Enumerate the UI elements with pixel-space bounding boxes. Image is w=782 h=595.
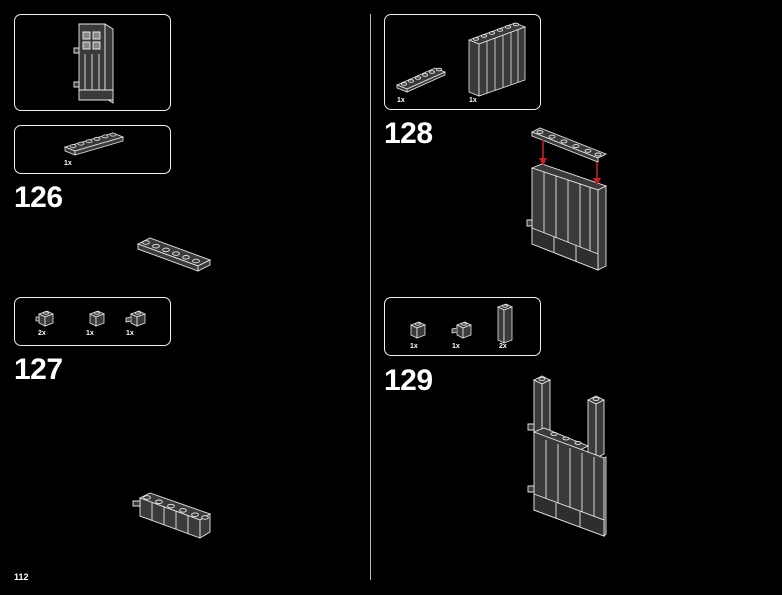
brick-1x1-clip-icon (125, 308, 147, 328)
quantity-label: 1x (126, 330, 134, 337)
brick-1x1-icon (86, 308, 106, 328)
quantity-label: 1x (469, 97, 477, 104)
step-number-128: 128 (384, 117, 433, 150)
callout-box-model (14, 14, 171, 111)
quantity-label: 1x (410, 343, 418, 350)
plate-1x6-icon (395, 65, 447, 93)
callout-box-127: 2x 1x 1x (14, 297, 171, 346)
quantity-label: 1x (452, 343, 460, 350)
brick-row-icon (130, 490, 212, 542)
step-number-129: 129 (384, 364, 433, 397)
quantity-label: 1x (86, 330, 94, 337)
plate-1x6-icon (63, 131, 125, 157)
brick-1x1-clip-icon (451, 319, 473, 341)
wall-with-pillars-assembly-icon (524, 372, 610, 542)
brick-1x1x3-icon (495, 301, 515, 345)
quantity-label: 1x (64, 160, 72, 167)
callout-box-126: 1x (14, 125, 171, 174)
wall-section-icon (71, 20, 121, 108)
wall-panel-assembly-icon (524, 124, 610, 274)
quantity-label: 2x (38, 330, 46, 337)
panel-1x6x5-icon (465, 20, 529, 98)
quantity-label: 1x (397, 97, 405, 104)
callout-box-128: 1x 1x (384, 14, 541, 110)
page-number: 112 (14, 572, 29, 582)
step-number-127: 127 (14, 353, 63, 386)
quantity-label: 2x (499, 343, 507, 350)
brick-1x1-icon (407, 319, 427, 341)
callout-box-129: 1x 1x 2x (384, 297, 541, 356)
column-divider (370, 14, 371, 580)
step-number-126: 126 (14, 181, 63, 214)
plate-1x6-icon (136, 234, 212, 274)
brick-1x1-side-stud-icon (35, 308, 55, 328)
